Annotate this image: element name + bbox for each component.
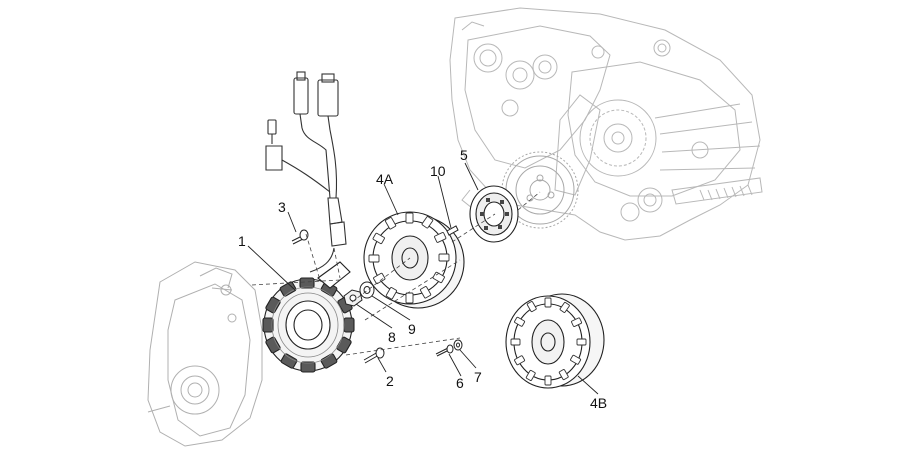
callout-7: 7 [474,369,482,385]
left-crankcase-cover [147,261,263,447]
flywheel-nut [343,289,363,307]
callout-3: 3 [278,199,286,215]
wiring-harness [265,71,347,273]
flywheel-washer [359,281,375,299]
callout-4b: 4B [590,395,607,411]
callout-8: 8 [388,329,396,345]
callout-1: 1 [238,233,246,249]
callout-10: 10 [430,163,446,179]
callout-4a: 4A [376,171,394,187]
flywheel-rotor-4a [363,211,465,309]
engine-crankcase [449,7,763,241]
woodruff-key [446,225,459,236]
screw-6 [435,344,454,357]
callout-6: 6 [456,375,464,391]
leader-lines [247,162,599,395]
callout-2: 2 [386,373,394,389]
freewheel-starter-clutch [469,185,519,243]
callout-9: 9 [408,321,416,337]
screw-2 [363,347,385,364]
flywheel-rotor-4b [505,293,605,389]
screw-3 [291,229,309,245]
assembly-axis-lines [251,191,541,356]
callout-5: 5 [460,147,468,163]
washer-7 [453,339,463,351]
stator-assembly [262,261,355,373]
